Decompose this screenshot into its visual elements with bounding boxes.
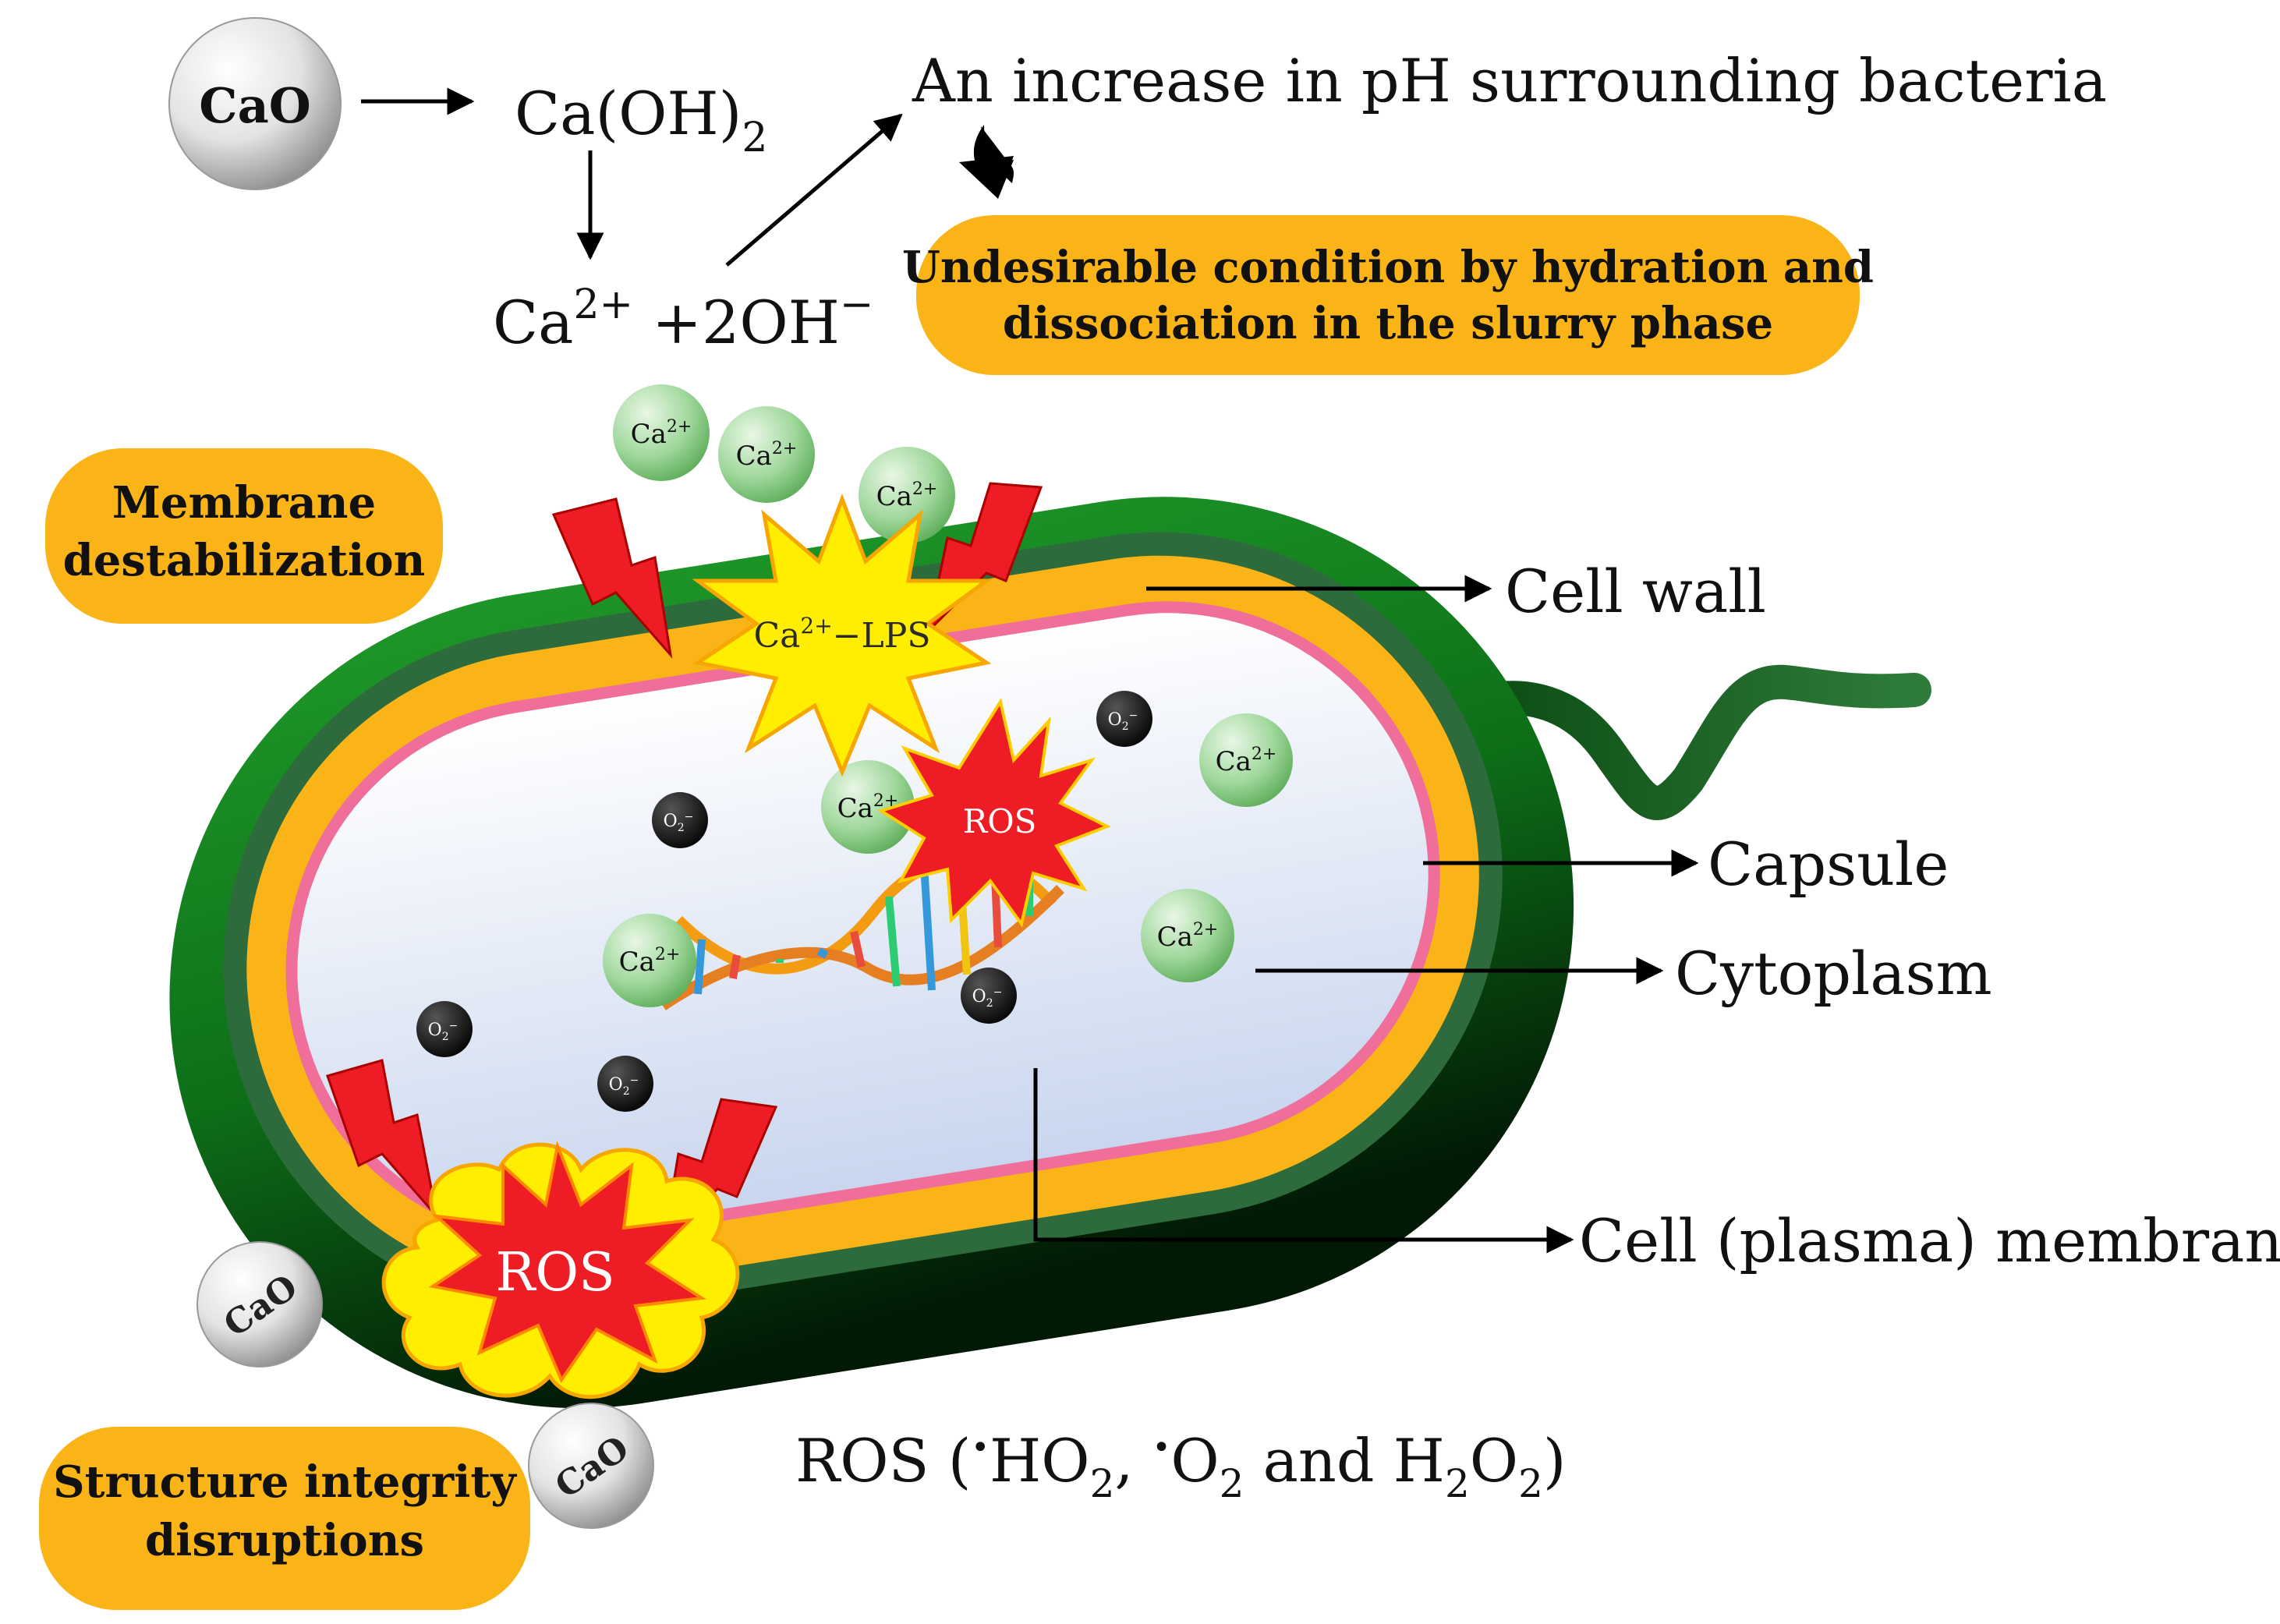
- ca-ion-inside-4: Ca2+: [1141, 889, 1234, 982]
- membrane-label: Cell (plasma) membrane: [1579, 1206, 2280, 1275]
- svg-text:O2−: O2−: [609, 1074, 639, 1098]
- lightning-bolt-top-left: [551, 497, 673, 659]
- ph-increase-text: An increase in pH surrounding bacteria: [912, 46, 2107, 115]
- bacterium: Ca2+ Ca2+ Ca2+ Ca2+ O2− O2− O2− O: [169, 497, 1931, 1409]
- svg-text:Ca2+: Ca2+: [736, 439, 798, 472]
- membrane-line1: Membrane: [112, 477, 376, 529]
- ca-ion-outside-3: Ca2+: [859, 447, 955, 543]
- superoxide-1: O2−: [1096, 691, 1152, 747]
- superoxide-3: O2−: [961, 968, 1017, 1024]
- superoxide-5: O2−: [597, 1056, 653, 1112]
- structure-integrity-box: Structure integrity disruptions: [39, 1427, 530, 1610]
- pointer-membrane: [1033, 1068, 1574, 1254]
- superoxide-4: O2−: [416, 1001, 473, 1057]
- cell-wall-label: Cell wall: [1505, 557, 1766, 626]
- ca-ion-outside-1: Ca2+: [613, 384, 710, 481]
- svg-text:Ca2+: Ca2+: [1216, 745, 1277, 777]
- ions-formula: Ca2+ +2OH−: [493, 281, 873, 357]
- ca-ion-inside-3: Ca2+: [603, 914, 696, 1007]
- svg-text:O2−: O2−: [428, 1020, 458, 1043]
- reaction-scheme: CaO Ca(OH)2 Ca2+ +2OH− An increase in pH…: [168, 17, 2107, 357]
- ca-ion-inside-1: Ca2+: [821, 760, 915, 854]
- ros-cloud-bottom: ROS: [381, 1141, 740, 1399]
- svg-text:Ca2+−LPS: Ca2+−LPS: [753, 613, 930, 656]
- svg-text:Ca2+: Ca2+: [631, 417, 692, 450]
- svg-text:O2−: O2−: [664, 811, 694, 834]
- cao-sphere-bottom-1: CaO: [196, 1241, 323, 1367]
- svg-text:Ca2+: Ca2+: [619, 945, 681, 978]
- ca-ion-outside-2: Ca2+: [718, 406, 815, 503]
- svg-text:O2−: O2−: [1108, 709, 1138, 733]
- svg-text:Ca2+: Ca2+: [1157, 920, 1219, 953]
- lightning-bolt-bottom-left: [326, 1059, 439, 1221]
- undesirable-condition-box: Undesirable condition by hydration and d…: [902, 215, 1874, 375]
- membrane-line2: destabilization: [63, 535, 426, 586]
- ca-ion-inside-2: Ca2+: [1199, 713, 1293, 807]
- ca-lps-burst: Ca2+−LPS: [692, 493, 993, 777]
- cao-sphere-bottom-2: CaO: [528, 1403, 654, 1529]
- ros-burst-inner: ROS: [877, 697, 1111, 928]
- structure-line1: Structure integrity: [53, 1456, 517, 1508]
- superoxide-2: O2−: [652, 792, 708, 848]
- svg-text:Ca2+: Ca2+: [837, 791, 899, 824]
- svg-text:ROS: ROS: [963, 802, 1037, 840]
- undesirable-line1: Undesirable condition by hydration and: [902, 242, 1874, 293]
- svg-text:Ca2+: Ca2+: [876, 479, 938, 512]
- cytoplasm-label: Cytoplasm: [1675, 939, 1992, 1008]
- membrane-destabilization-box: Membrane destabilization: [45, 448, 443, 624]
- arrow-ions-to-ph: [725, 113, 903, 267]
- caoh2-formula: Ca(OH)2: [515, 79, 767, 161]
- ros-species-caption: ROS (•HO2, •O2 and H2O2): [795, 1426, 1567, 1506]
- undesirable-line2: dissociation in the slurry phase: [1003, 298, 1773, 349]
- cao-label: CaO: [199, 77, 311, 134]
- svg-text:O2−: O2−: [972, 986, 1003, 1010]
- svg-text:ROS: ROS: [495, 1242, 615, 1304]
- flagellum: [1449, 664, 1931, 820]
- capsule-label: Capsule: [1708, 830, 1949, 899]
- cao-sphere-top: CaO: [168, 17, 342, 190]
- structure-line2: disruptions: [145, 1515, 424, 1566]
